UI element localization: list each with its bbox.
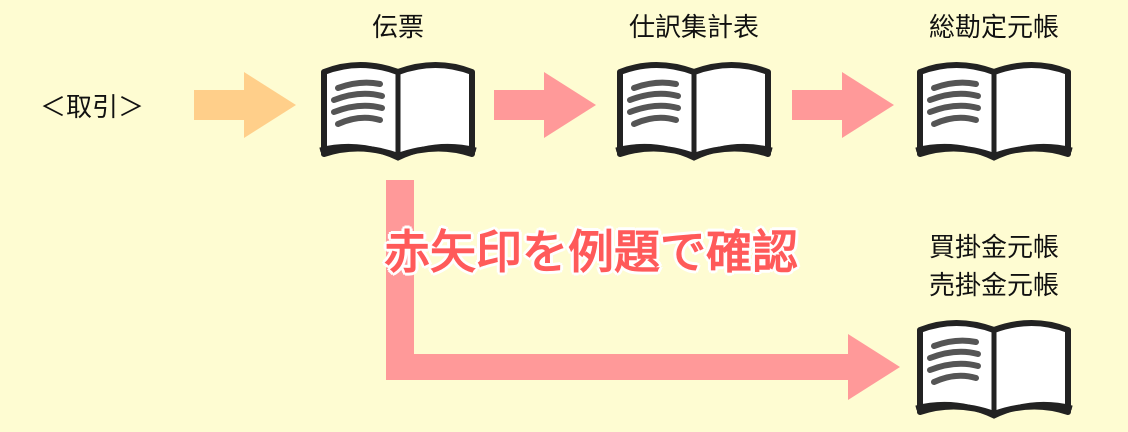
arrow-transaction-to-slip [194,72,296,138]
book-icon-general-ledger [916,65,1072,158]
label-journal-summary: 仕訳集計表 [628,13,759,43]
book-icon-subledgers [916,323,1072,416]
arrow-slip-to-subledgers [386,180,900,400]
arrow-slip-to-journal [494,72,596,138]
book-icon-slip [320,65,476,158]
arrow-journal-to-ledger [792,72,894,138]
book-icon-journal-summary [616,65,772,158]
banner-check-red-arrows: 赤矢印を例題で確認 [384,225,798,279]
label-transaction: ＜取引＞ [40,93,145,123]
label-payable-ledger: 買掛金元帳 [928,233,1059,263]
label-slip: 伝票 [371,13,424,43]
label-receivable-ledger: 売掛金元帳 [928,271,1059,301]
label-general-ledger: 総勘定元帳 [928,13,1059,43]
